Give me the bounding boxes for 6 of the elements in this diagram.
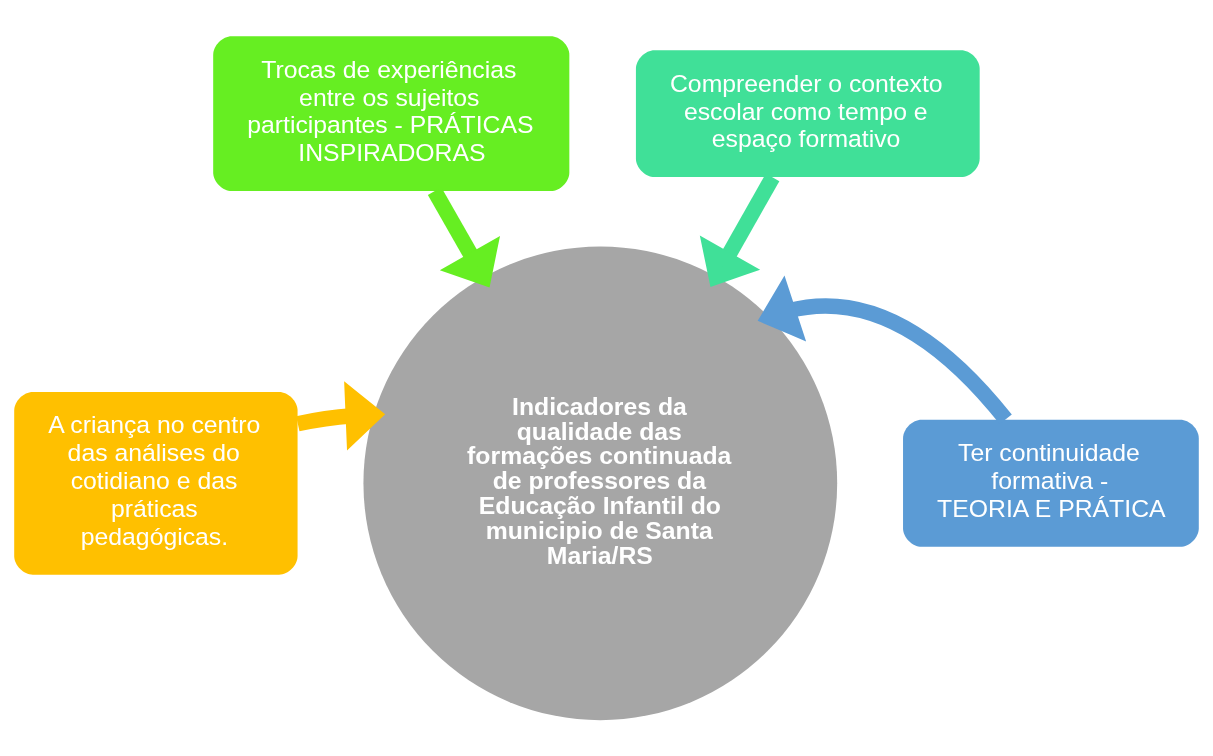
node-box: A criança no centro das análises do cotidiano e das práticas pedagógicas. bbox=[14, 391, 298, 575]
node-circle: Indicadores da qualidade das formações continuada de professores da Educação Infantil do municipio de Santa Maria/RS bbox=[363, 246, 838, 721]
node-box: Ter continuidade formativa - TEORIA E PRÁTICA bbox=[903, 419, 1199, 547]
arrow bbox=[296, 381, 386, 451]
node-box: Compreender o contexto escolar como tempo e espaço formativo bbox=[635, 50, 980, 178]
node-box: Trocas de experiências entre os sujeitos participantes - PRÁTICAS INSPIRADORAS bbox=[213, 36, 570, 192]
